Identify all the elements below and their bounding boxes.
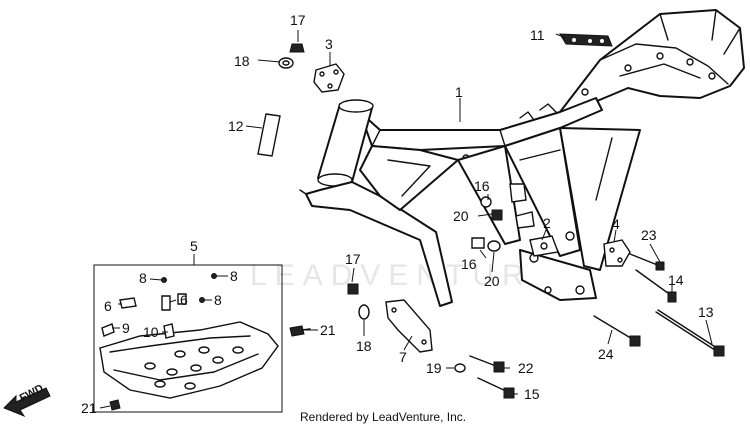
callout-17a: 17 bbox=[290, 12, 306, 28]
callout-7: 7 bbox=[399, 349, 407, 365]
callout-5: 5 bbox=[190, 238, 198, 254]
bracket-7 bbox=[385, 299, 433, 353]
nut-20-lower bbox=[487, 240, 501, 252]
bracket-3 bbox=[313, 63, 345, 93]
callout-17b: 17 bbox=[345, 251, 361, 267]
callout-14: 14 bbox=[668, 272, 684, 288]
callout-12: 12 bbox=[228, 118, 244, 134]
nut-17-top bbox=[289, 43, 305, 53]
callout-16b: 16 bbox=[461, 256, 477, 272]
callout-19: 19 bbox=[426, 360, 442, 376]
hanger-2 bbox=[529, 235, 559, 257]
nut-17-lower bbox=[347, 283, 359, 295]
callout-9: 9 bbox=[122, 320, 130, 336]
callout-8a: 8 bbox=[139, 270, 147, 286]
callout-13: 13 bbox=[698, 304, 714, 320]
callout-22: 22 bbox=[518, 360, 534, 376]
callout-20a: 20 bbox=[453, 208, 469, 224]
bolt-13 bbox=[655, 309, 725, 357]
callout-15: 15 bbox=[524, 386, 540, 402]
skid-plate-assembly bbox=[93, 264, 283, 413]
callout-1: 1 bbox=[455, 84, 463, 100]
callout-6a: 6 bbox=[104, 298, 112, 314]
callout-16a: 16 bbox=[474, 178, 490, 194]
callout-18a: 18 bbox=[234, 53, 250, 69]
callout-23: 23 bbox=[641, 227, 657, 243]
plate-11 bbox=[559, 33, 613, 47]
callout-11: 11 bbox=[530, 27, 545, 43]
plate-4 bbox=[603, 239, 631, 267]
callout-10: 10 bbox=[143, 324, 159, 340]
bolt-14 bbox=[635, 269, 677, 303]
washer-19 bbox=[454, 363, 466, 373]
svg-text:LEADVENTURE: LEADVENTURE bbox=[250, 259, 560, 292]
callout-24: 24 bbox=[598, 346, 614, 362]
main-frame bbox=[299, 9, 745, 307]
bolt-21-lower bbox=[109, 399, 121, 411]
callout-18b: 18 bbox=[356, 338, 372, 354]
callout-21b: 21 bbox=[81, 400, 97, 416]
bolt-24 bbox=[593, 315, 641, 347]
leader-lines bbox=[99, 30, 713, 409]
collar-18-lower bbox=[358, 304, 370, 320]
nut-20-upper bbox=[491, 209, 503, 221]
label-12 bbox=[257, 113, 281, 157]
callout-20b: 20 bbox=[484, 273, 500, 289]
forward-arrow: FWD bbox=[3, 382, 51, 418]
callout-8b: 8 bbox=[230, 268, 238, 284]
bolt-16-upper bbox=[480, 196, 492, 208]
callout-8c: 8 bbox=[214, 292, 222, 308]
bolt-23 bbox=[629, 253, 665, 271]
footer-credit: Rendered by LeadVenture, Inc. bbox=[300, 410, 466, 424]
bolt-22 bbox=[469, 355, 505, 373]
bolt-16-lower bbox=[471, 237, 485, 249]
watermark: LEADVENTURE bbox=[250, 259, 560, 292]
callout-21a: 21 bbox=[320, 322, 336, 338]
callout-labels: 1 2 3 4 5 6 6 7 8 8 8 9 10 11 12 13 14 1… bbox=[81, 12, 714, 416]
bolt-21-middle bbox=[289, 325, 311, 337]
callout-3: 3 bbox=[325, 36, 333, 52]
callout-4: 4 bbox=[612, 216, 620, 232]
callout-6b: 6 bbox=[180, 292, 188, 308]
callout-2: 2 bbox=[543, 215, 551, 231]
collar-18-top bbox=[278, 57, 294, 69]
bolt-15 bbox=[477, 377, 515, 399]
